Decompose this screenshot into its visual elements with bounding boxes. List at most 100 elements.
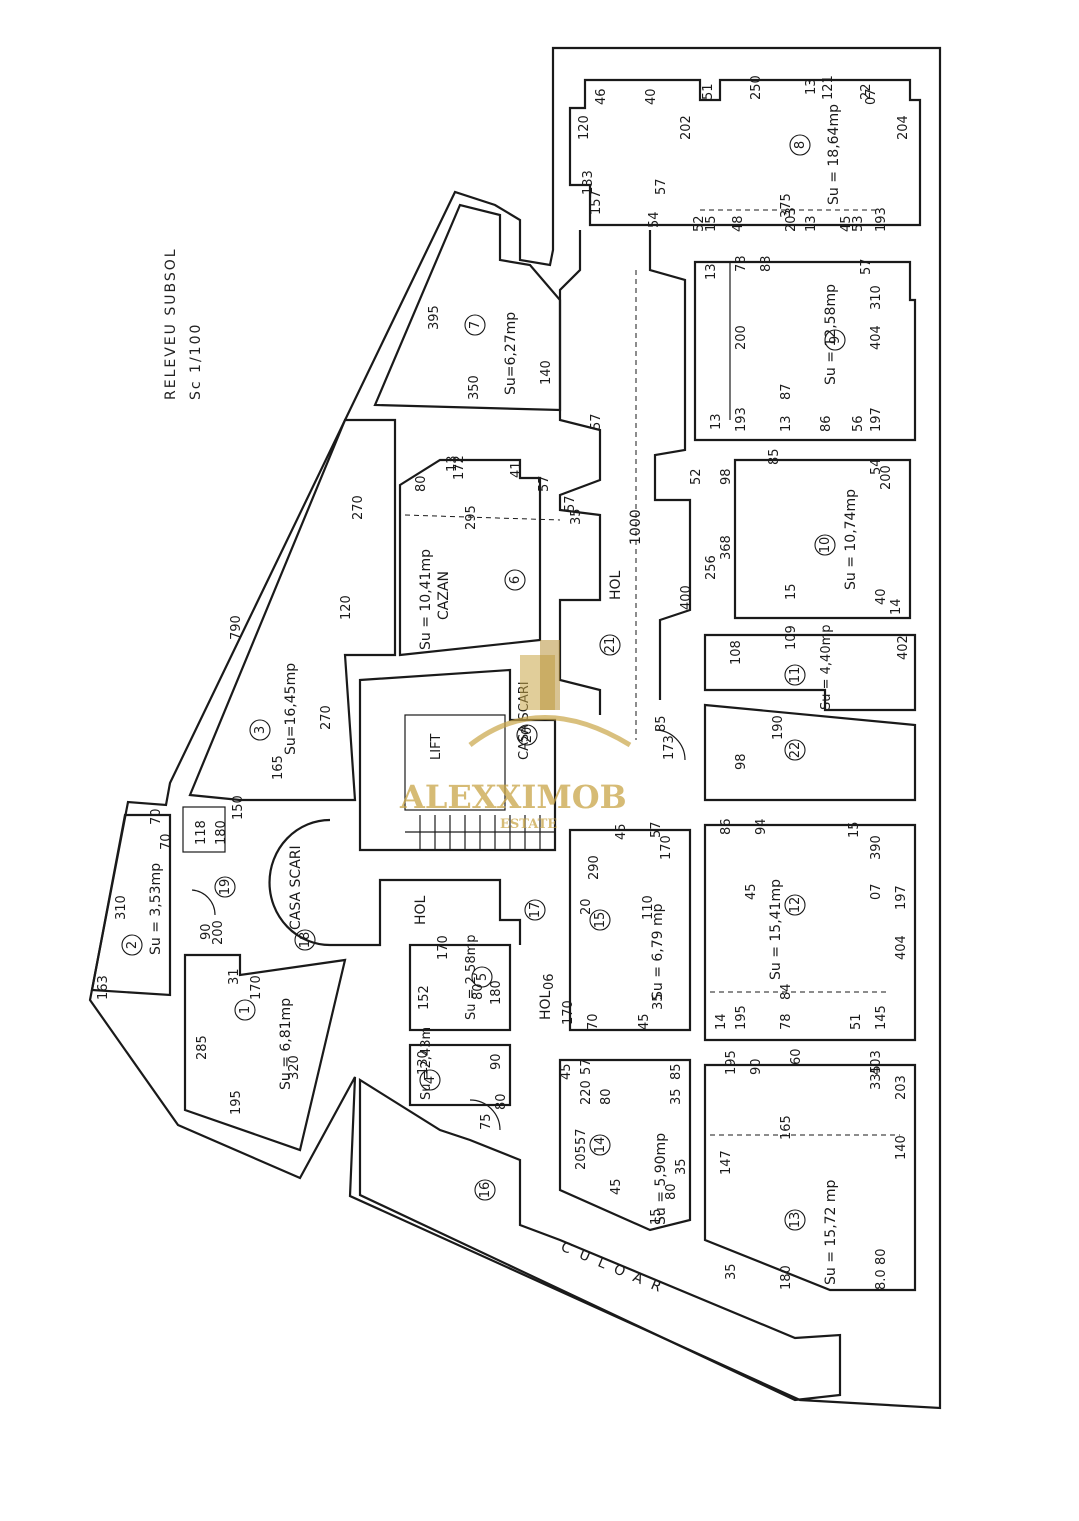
dimension-label: 52	[692, 215, 707, 232]
dimension-label: 54	[869, 458, 884, 475]
room-1-area: Su = 6,81mp	[278, 998, 294, 1090]
room-4-area: Su =2,43m	[419, 1027, 434, 1100]
plan-title: RELEVEU SUBSOL	[163, 247, 179, 400]
dimension-label: 203	[784, 207, 799, 232]
stairs	[405, 815, 555, 850]
room-7-area: Su=6,27mp	[503, 312, 519, 395]
dimension-label: 52	[689, 468, 704, 485]
watermark-sub: ESTATE	[500, 817, 557, 832]
room-18-name: CASA SCARI	[288, 845, 304, 930]
dimension-label: 22	[859, 83, 874, 100]
room-10-wall	[733, 458, 912, 620]
dimension-label: 35	[724, 1263, 739, 1280]
dimension-label: 270	[319, 705, 334, 730]
dimension-label: 13	[804, 215, 819, 232]
dimension-label: 41	[509, 461, 524, 478]
room-15-marker: 15	[589, 909, 611, 931]
dimension-label: 53	[851, 215, 866, 232]
watermark-brand: ALEXXIMOB	[399, 778, 627, 816]
dimension-label: 170	[659, 835, 674, 860]
dimension-label: 84	[779, 983, 794, 1000]
hol-small-label: HOL	[538, 990, 554, 1020]
dimension-label: 193	[734, 407, 749, 432]
dimension-label: 80	[664, 1183, 679, 1200]
dimension-label: 120	[577, 115, 592, 140]
dimension-label: 250	[749, 75, 764, 100]
dimension-label: 85	[767, 448, 782, 465]
dimension-label: 54	[647, 211, 662, 228]
room-2-area: Su = 3,53mp	[148, 863, 164, 955]
room-22-marker: 22	[784, 739, 806, 761]
room-8-area: Su = 18,64mp	[826, 104, 842, 205]
room-20-number: 20	[520, 727, 535, 744]
room-21-number: 21	[603, 637, 618, 654]
dimension-label: 170	[436, 935, 451, 960]
dimension-label: 85	[669, 1063, 684, 1080]
dimension-label: 256	[704, 555, 719, 580]
dimension-label: 98	[719, 468, 734, 485]
room-21-marker: 21	[599, 634, 621, 656]
dimension-label: 190	[771, 715, 786, 740]
dimension-label: 200	[879, 465, 894, 490]
dimension-label: 15	[649, 1208, 664, 1225]
dimension-label: 90	[749, 1058, 764, 1075]
room-3-number: 3	[253, 726, 268, 734]
watermark: ALEXXIMOB ESTATE	[399, 640, 632, 832]
dimension-label: 07	[869, 883, 884, 900]
dimension-label: 195	[734, 1005, 749, 1030]
dimension-label: 205	[574, 1145, 589, 1170]
dimension-label: 200	[734, 325, 749, 350]
room-9-marker: 9	[824, 329, 846, 351]
dimension-label: 57	[563, 495, 578, 512]
dimension-label: 157	[589, 190, 604, 215]
dimension-label: 13	[445, 455, 460, 472]
dimension-label: 121	[821, 75, 836, 100]
dimension-label: 404	[894, 935, 909, 960]
dimension-label: 173	[662, 735, 677, 760]
dimension-label: 197	[894, 885, 909, 910]
dimension-label: 13	[804, 78, 819, 95]
room-2-number: 2	[125, 941, 140, 949]
dimension-label: 180	[214, 820, 229, 845]
room-12-marker: 12	[784, 894, 806, 916]
dimension-label: 13	[779, 415, 794, 432]
dimension-label: 150	[231, 795, 246, 820]
dimension-label: 31	[227, 968, 242, 985]
dimension-label: 310	[869, 285, 884, 310]
dimension-label: 290	[587, 855, 602, 880]
dimension-label: 98	[734, 753, 749, 770]
room-19-box	[182, 806, 226, 853]
room-17-number: 17	[528, 902, 543, 919]
dimension-label: 46	[594, 88, 609, 105]
dimension-label: 165	[779, 1115, 794, 1140]
room-6-name: CAZAN	[436, 571, 452, 620]
room-8-marker: 8	[789, 134, 811, 156]
hol-wall-right	[648, 230, 692, 700]
dimension-label: 195	[229, 1090, 244, 1115]
dimension-label: 45	[614, 823, 629, 840]
room-4-marker: 4	[419, 1069, 441, 1091]
room-16-marker: 16	[474, 1179, 496, 1201]
room-14-marker: 14	[589, 1134, 611, 1156]
room-19-number: 19	[218, 879, 233, 896]
dimension-label: 57	[859, 258, 874, 275]
dimension-label: 80	[874, 1248, 889, 1265]
dimension-label: 87	[779, 383, 794, 400]
dimension-label: 172	[452, 455, 467, 480]
dimension-label: 40	[644, 88, 659, 105]
plan-scale: Sc 1/100	[188, 323, 204, 400]
room-2-marker: 2	[121, 934, 143, 956]
dimension-label: 368	[719, 535, 734, 560]
room-3-area: Su=16,45mp	[283, 663, 299, 755]
room-19-marker: 19	[214, 876, 236, 898]
dimension-label: 45	[559, 1063, 574, 1080]
dimension-label: 35	[569, 508, 584, 525]
door-arc	[469, 1099, 501, 1131]
room-20-marker: 20	[516, 724, 538, 746]
dimension-label: 80	[471, 983, 486, 1000]
dimension-label: 45	[744, 883, 759, 900]
dimension-label: 193	[874, 207, 889, 232]
room-14-area: Su = 5,90mp	[653, 1133, 669, 1225]
dimension-label: 270	[351, 495, 366, 520]
